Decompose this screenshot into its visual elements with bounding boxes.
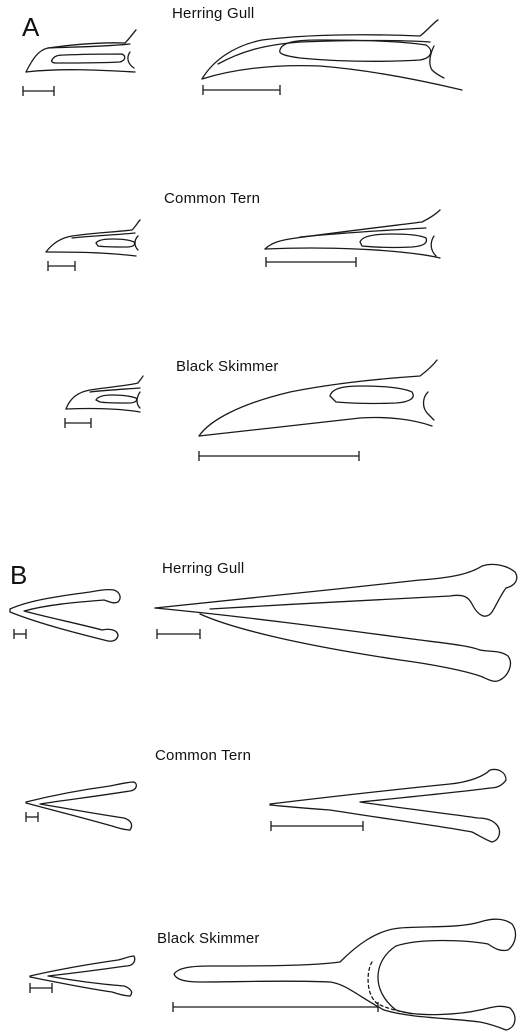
- panel-a-black-skimmer-small-bill: [66, 376, 143, 412]
- panel-b-black-skimmer-small-mandible: [30, 956, 135, 996]
- panel-a-common-tern-large-scale-bar: [266, 257, 356, 267]
- panel-b-herring-gull-small-scale-bar: [14, 629, 26, 639]
- panel-b-common-tern-small-scale-bar: [26, 812, 38, 822]
- panel-a-common-tern-small-scale-bar: [48, 261, 75, 271]
- panel-b-herring-gull-large-mandible: [155, 564, 517, 681]
- panel-a-herring-gull-large-scale-bar: [203, 85, 280, 95]
- panel-b-herring-gull-large-scale-bar: [157, 629, 200, 639]
- panel-a-common-tern-large-bill: [265, 210, 440, 258]
- panel-b-black-skimmer-large-scale-bar: [173, 1002, 378, 1012]
- panel-a-herring-gull-small-bill: [26, 30, 136, 72]
- panel-b-common-tern-large-scale-bar: [271, 821, 363, 831]
- panel-b-black-skimmer-small-scale-bar: [30, 983, 52, 993]
- panel-a-herring-gull-large-bill: [202, 20, 462, 90]
- panel-b-common-tern-large-mandible: [270, 769, 506, 842]
- panel-a-common-tern-small-bill: [46, 220, 140, 256]
- panel-a-herring-gull-small-scale-bar: [23, 86, 54, 96]
- panel-a-black-skimmer-large-bill: [199, 360, 437, 436]
- panel-a-black-skimmer-small-scale-bar: [65, 418, 91, 428]
- panel-a-black-skimmer-large-scale-bar: [199, 451, 359, 461]
- panel-b-black-skimmer-large-mandible: [174, 919, 515, 1030]
- panel-b-common-tern-small-mandible: [26, 782, 136, 830]
